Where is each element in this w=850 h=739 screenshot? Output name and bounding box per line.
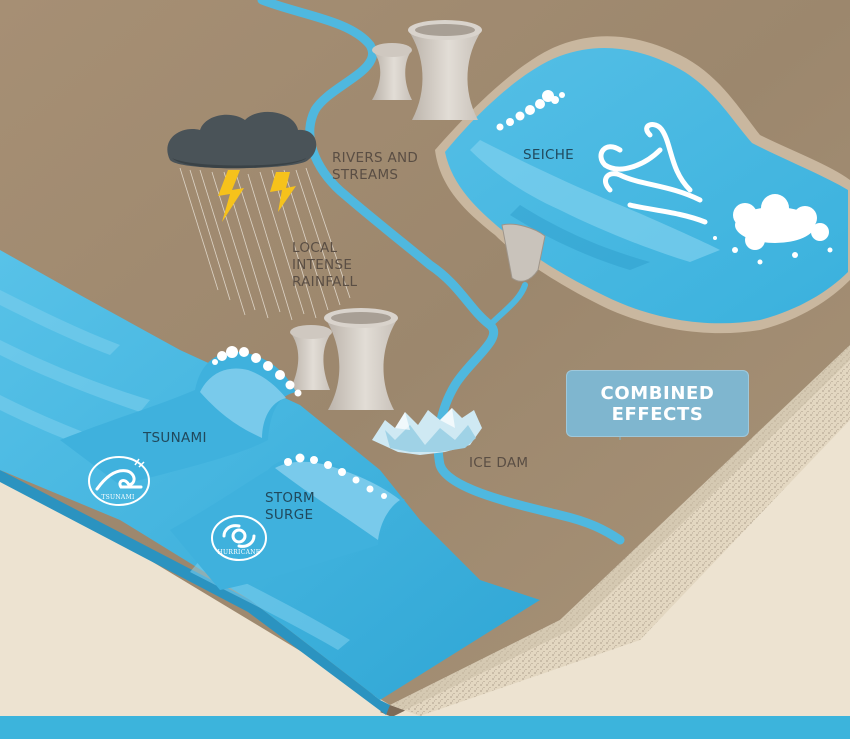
hurricane-seal-text: HURRICANE — [217, 549, 261, 556]
combined-effects-label: COMBINED EFFECTS — [600, 382, 715, 425]
sea-edge — [0, 470, 390, 715]
lightning-icon — [218, 170, 296, 222]
tsunami-foam — [212, 346, 302, 397]
label-seiche: SEICHE — [523, 147, 574, 163]
label-storm-surge: STORM SURGE — [265, 490, 315, 523]
tsunami-seal-text: TSUNAMI — [101, 494, 135, 501]
tsunami-seal-icon — [88, 456, 150, 506]
dam — [501, 223, 546, 282]
river-branch — [487, 282, 528, 328]
cloud-icon — [167, 111, 317, 169]
wind-icon — [598, 122, 708, 225]
combined-effects-badge: COMBINED EFFECTS — [566, 370, 749, 437]
seiche-foam — [496, 90, 565, 131]
sand-bank — [390, 345, 850, 716]
hurricane-seal-icon — [211, 515, 267, 561]
label-local-intense-rainfall: LOCAL INTENSE RAINFALL — [292, 240, 358, 290]
storm-surge-foam — [284, 453, 387, 499]
spray-cloud — [713, 194, 833, 265]
rain-lines — [179, 167, 351, 321]
bottom-bar — [0, 716, 850, 739]
label-tsunami: TSUNAMI — [143, 430, 207, 446]
tsunami-wave-face — [200, 368, 286, 438]
label-rivers-and-streams: RIVERS AND STREAMS — [332, 150, 419, 183]
ice-dam — [372, 408, 482, 455]
river — [257, 0, 625, 545]
storm-surge-wave-face — [275, 461, 400, 540]
cooling-towers-bottom — [290, 308, 398, 410]
label-ice-dam: ICE DAM — [469, 455, 529, 471]
seiche-wave-band — [470, 140, 720, 262]
cooling-towers-top — [372, 20, 482, 120]
seiche-wave-band — [510, 205, 650, 270]
